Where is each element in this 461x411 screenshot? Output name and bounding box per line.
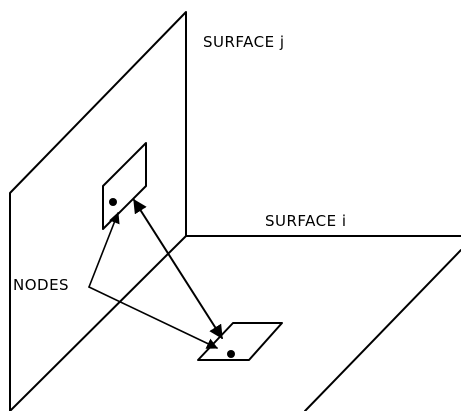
node-i [227,350,235,358]
nodes-label: NODES [13,276,69,294]
surface-j-label: SURFACE j [203,33,285,51]
nodes-leaders [88,211,219,349]
node-j [109,198,117,206]
surface-i-label: SURFACE i [265,212,347,230]
surface-i-element [197,322,283,361]
surface-j-plane [9,11,187,411]
surface-j-element [102,142,147,230]
connector-arrow [133,198,223,340]
